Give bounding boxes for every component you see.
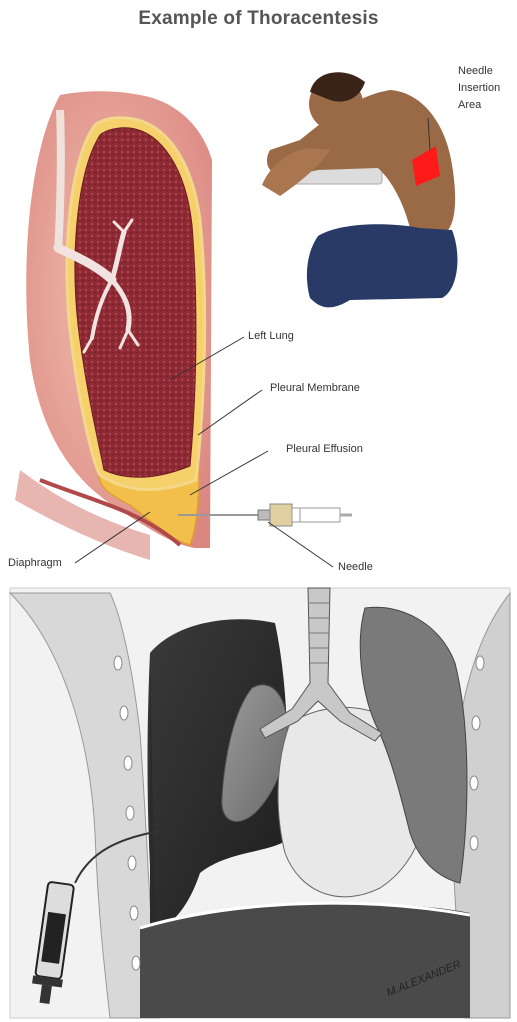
color-illustration — [0, 0, 517, 583]
label-diaphragm: Diaphragm — [8, 557, 62, 569]
thoracentesis-color-diagram: Example of Thoracentesis — [0, 0, 517, 583]
label-needle-insertion-2: Insertion — [458, 82, 500, 94]
label-needle-insertion-1: Needle — [458, 65, 493, 77]
airway — [58, 110, 61, 250]
label-pleural-membrane: Pleural Membrane — [270, 382, 360, 394]
patient-figure — [262, 72, 457, 307]
label-needle: Needle — [338, 561, 373, 573]
pencil-illustration — [0, 583, 517, 1022]
label-left-lung: Left Lung — [248, 330, 294, 342]
thoracentesis-sketch: M.ALEXANDER — [0, 583, 517, 1022]
diaphragm-dome — [140, 903, 470, 1018]
label-pleural-effusion: Pleural Effusion — [286, 443, 363, 455]
label-needle-insertion-3: Area — [458, 99, 481, 111]
